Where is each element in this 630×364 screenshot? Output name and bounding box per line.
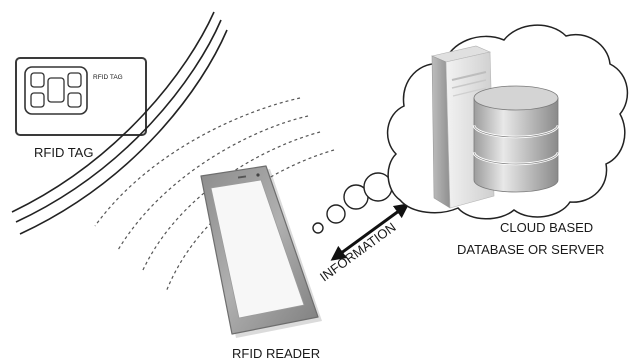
tag-chip-text: RFID TAG bbox=[93, 74, 123, 81]
rfid-reader-label: RFID READER bbox=[232, 346, 320, 361]
information-label: INFORMATION bbox=[317, 219, 399, 284]
sim-chip-icon bbox=[24, 66, 88, 115]
tablet-icon bbox=[200, 165, 322, 338]
cloud-label-line2: DATABASE OR SERVER bbox=[457, 242, 604, 257]
rfid-tag-label: RFID TAG bbox=[34, 145, 93, 160]
cloud-label-line1: CLOUD BASED bbox=[500, 220, 593, 235]
double-arrow-icon bbox=[330, 203, 410, 261]
radio-waves-icon bbox=[11, 11, 335, 293]
database-icon bbox=[472, 85, 560, 193]
rfid-card-icon: RFID TAG bbox=[15, 57, 147, 136]
